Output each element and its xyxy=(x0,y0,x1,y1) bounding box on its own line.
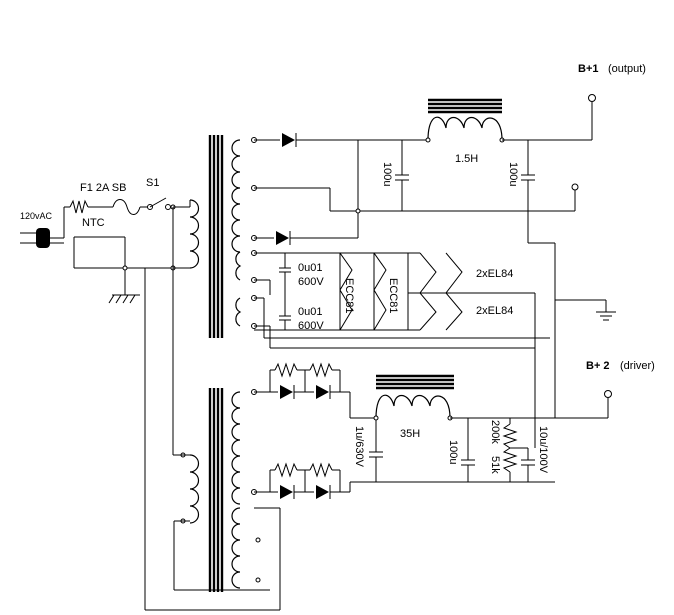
cap-600v-label-b: 600V xyxy=(298,320,324,332)
capacitor-0u01-a xyxy=(279,253,291,310)
transformer-2-core xyxy=(208,388,224,592)
el84-label-b: 2xEL84 xyxy=(476,305,513,317)
cap-100u-label-c: 100u xyxy=(447,440,459,464)
cap-600v-label-a: 600V xyxy=(298,276,324,288)
bridge-resistor-top-left xyxy=(270,362,306,392)
b2-output-line xyxy=(450,390,612,419)
bridge-resistor-bottom-right xyxy=(305,462,340,478)
b2-note: (driver) xyxy=(620,360,655,372)
transformer-2-primary xyxy=(172,268,270,591)
cap-100u-label-b: 100u xyxy=(507,162,519,186)
cap-1u630v-label: 1u/630V xyxy=(353,426,365,468)
choke2-label: 35H xyxy=(400,428,420,440)
bridge-diode-top-right xyxy=(316,370,341,399)
capacitor-10u-100v xyxy=(521,418,536,482)
b1-note: (output) xyxy=(608,63,646,75)
fuse-label: F1 2A SB xyxy=(80,182,126,194)
mains-label: 120vAC xyxy=(20,211,53,221)
ntc-thermistor xyxy=(64,199,113,214)
ecc81-label-a: ECC81 xyxy=(343,278,355,313)
transformer-1-heater-a xyxy=(235,250,257,283)
transformer-1-secondary-hv xyxy=(231,137,257,253)
resistor-divider xyxy=(502,418,528,482)
b2-rectified-bus xyxy=(340,391,555,493)
capacitor-0u01-b xyxy=(279,310,291,330)
bridge-resistor-bottom-left xyxy=(270,462,306,492)
res-51k-label: 51k xyxy=(489,456,501,474)
signal-ground-symbol xyxy=(555,299,616,321)
switch-label: S1 xyxy=(146,177,159,189)
ecc81-heater-zigzag-b xyxy=(373,252,387,331)
choke-1-5h xyxy=(425,98,505,143)
res-200k-label: 200k xyxy=(489,420,501,444)
capacitor-1u-630v xyxy=(369,418,383,482)
el84-heater-zigzag xyxy=(419,252,463,331)
fuse-f1 xyxy=(112,199,153,215)
capacitor-100u-b2 xyxy=(461,418,475,482)
ecc81-heater-zigzag-a xyxy=(339,252,353,331)
bridge-diode-top-left xyxy=(254,370,314,399)
transformer-1-primary xyxy=(170,199,200,271)
b1-center-tap-return xyxy=(254,183,579,214)
b1-rectifier-diode-bottom xyxy=(254,140,359,245)
cap-0u01-label-b: 0u01 xyxy=(298,306,322,318)
ntc-label: NTC xyxy=(82,217,105,229)
switch-s1 xyxy=(149,197,190,210)
cap-10u100v-label: 10u/100V xyxy=(537,426,549,474)
b1-label: B+1 xyxy=(578,63,599,75)
el84-label-a: 2xEL84 xyxy=(476,268,513,280)
transformer-2-hv-secondary xyxy=(231,389,257,505)
capacitor-100u-b1-output xyxy=(521,140,556,418)
choke-35h xyxy=(373,374,454,421)
transformer-1-heater-b xyxy=(235,295,257,329)
cap-100u-label-a: 100u xyxy=(381,162,393,186)
chassis-ground-symbol xyxy=(108,294,140,304)
b1-rectifier-diode-top xyxy=(254,133,428,147)
cap-0u01-label-a: 0u01 xyxy=(298,262,322,274)
capacitor-100u-b1-input xyxy=(395,140,409,211)
ecc81-label-b: ECC81 xyxy=(387,278,399,313)
mains-return-loop xyxy=(144,268,281,611)
bridge-diode-bottom-right xyxy=(316,470,341,499)
bridge-diode-bottom-left xyxy=(254,470,314,499)
b1-output-line xyxy=(502,94,596,141)
bridge-resistor-top-right xyxy=(305,362,340,378)
b2-label: B+ 2 xyxy=(586,360,610,372)
heater-wiring-ecc81 xyxy=(254,252,550,418)
transformer-2-lv-secondary xyxy=(231,507,261,589)
transformer-1-core xyxy=(208,135,224,338)
choke1-label: 1.5H xyxy=(455,153,478,165)
